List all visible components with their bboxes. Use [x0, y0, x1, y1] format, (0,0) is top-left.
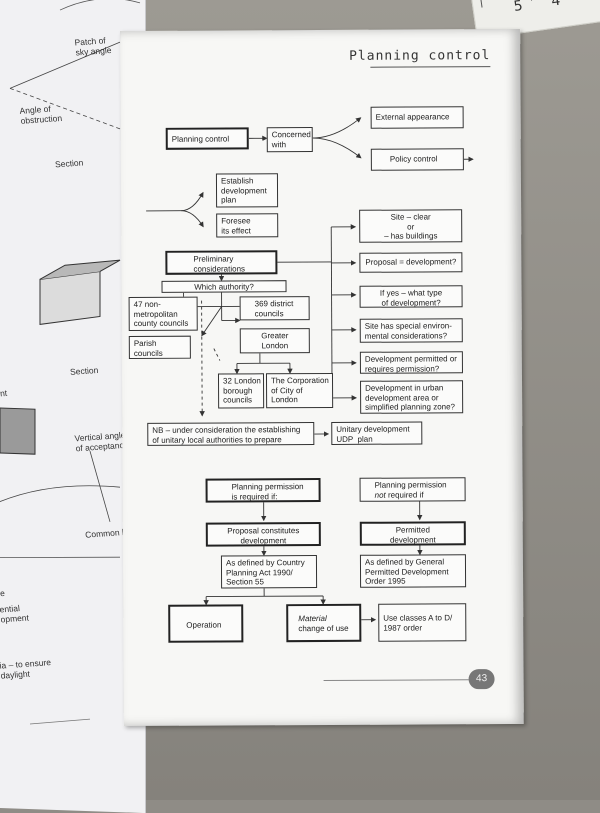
- left-fragment: nt: [0, 387, 8, 399]
- box-label: Site – clear or – has buildings: [384, 212, 438, 241]
- site-clear-box: Site – clear or – has buildings: [359, 209, 463, 243]
- page-number: 43: [468, 669, 495, 690]
- left-fragment: ential opment: [0, 603, 30, 625]
- nb-note-box: NB – under consideration the establishin…: [147, 422, 315, 446]
- if-yes-box: If yes – what type of development?: [359, 285, 463, 308]
- left-fragment: ia – to ensure daylight: [0, 657, 52, 681]
- box-label: Greater London: [261, 331, 289, 350]
- box-label: Establish development plan: [220, 176, 267, 205]
- left-page-sketch: [0, 0, 141, 725]
- site-special-box: Site has special environ- mental conside…: [359, 318, 463, 343]
- book-page: Planning control: [120, 28, 524, 727]
- box-label: Parish councils: [133, 338, 163, 358]
- box-label: Unitary development UDP plan: [336, 424, 410, 444]
- preliminary-box: Preliminary considerations: [165, 250, 278, 275]
- box-label: Permitted development: [389, 525, 436, 545]
- box-label: Planning permission is required if:: [231, 482, 304, 501]
- permission-not-required-box: Planning permission not required if: [359, 477, 466, 502]
- planning-control-box: Planning control: [165, 127, 249, 150]
- box-label: As defined by General Permitted Developm…: [364, 557, 449, 586]
- city-of-london-box: The Corporation of City of London: [265, 372, 334, 409]
- box-label-italic: Material: [298, 613, 327, 624]
- defined-general-box: As defined by General Permitted Developm…: [359, 554, 467, 588]
- box-label: As defined by Country Planning Act 1990/…: [225, 558, 305, 587]
- box-label: NB – under consideration the establishin…: [152, 425, 301, 445]
- proposal-constitutes-box: Proposal constitutes development: [205, 522, 321, 547]
- operation-box: Operation: [168, 604, 244, 643]
- policy-control-box: Policy control: [370, 148, 464, 171]
- parish-councils-box: Parish councils: [128, 335, 191, 360]
- box-label: 32 London borough councils: [222, 376, 261, 405]
- box-label: Policy control: [389, 154, 438, 164]
- establish-plan-box: Establish development plan: [215, 173, 279, 208]
- left-fragment: Section: [69, 364, 99, 377]
- left-fragment: Angle of obstruction: [19, 103, 63, 126]
- box-label: Proposal constitutes development: [227, 526, 300, 545]
- london-boroughs-box: 32 London borough councils: [217, 373, 265, 409]
- box-label-italic: not: [374, 490, 386, 500]
- permission-required-box: Planning permission is required if:: [205, 478, 321, 503]
- permitted-development-box: Permitted development: [359, 521, 466, 546]
- left-page: Patch of sky angle Angle of obstruction …: [0, 0, 158, 813]
- box-label: Site has special environ- mental conside…: [364, 321, 452, 341]
- box-label: Which authority?: [194, 282, 254, 292]
- permitted-or-requires-box: Development permitted or requires permis…: [359, 351, 463, 374]
- greater-london-box: Greater London: [239, 328, 310, 354]
- box-label: 369 district councils: [254, 299, 294, 318]
- box-label: Operation: [186, 620, 222, 630]
- box-label: Planning permission: [374, 480, 447, 490]
- proposal-development-box: Proposal = development?: [359, 252, 463, 273]
- box-label: required if: [385, 489, 424, 500]
- urban-development-box: Development in urban development area or…: [360, 380, 464, 414]
- box-label: change of use: [298, 623, 349, 633]
- box-label: Development permitted or requires permis…: [364, 354, 457, 374]
- box-label: If yes – what type of development?: [379, 288, 443, 308]
- foresee-effect-box: Foresee its effect: [216, 213, 279, 238]
- district-councils-box: 369 district councils: [239, 296, 310, 321]
- box-label: 47 non- metropolitan county councils: [133, 299, 189, 328]
- defined-country-box: As defined by Country Planning Act 1990/…: [220, 555, 318, 589]
- non-metropolitan-box: 47 non- metropolitan county councils: [128, 296, 198, 332]
- left-fragment: Section: [54, 157, 84, 170]
- concerned-with-box: Concerned with: [266, 127, 313, 153]
- left-fragment: Patch of sky angle: [74, 35, 112, 58]
- left-fragment: e: [0, 587, 6, 599]
- box-label: Proposal = development?: [365, 257, 457, 267]
- ruler-number: 3: [590, 0, 600, 4]
- box-label: Preliminary considerations: [193, 254, 246, 274]
- box-label: Planning control: [171, 134, 230, 144]
- left-fragment: Vertical angle of acceptance: [74, 429, 129, 454]
- box-label: The Corporation of City of London: [270, 375, 329, 405]
- external-appearance-box: External appearance: [370, 106, 464, 129]
- which-authority-box: Which authority?: [161, 280, 287, 293]
- use-classes-box: Use classes A to D/ 1987 order: [378, 603, 467, 642]
- ruler-number: 5: [512, 0, 524, 15]
- box-label: External appearance: [375, 112, 450, 122]
- material-change-box: Material change of use: [286, 603, 362, 643]
- box-label: Development in urban development area or…: [365, 383, 456, 412]
- box-label: Use classes A to D/ 1987 order: [383, 613, 453, 633]
- ruler-number: 4: [550, 0, 562, 10]
- unitary-plan-box: Unitary development UDP plan: [331, 421, 423, 445]
- box-label: Foresee its effect: [221, 216, 251, 236]
- box-label: Concerned with: [271, 130, 311, 149]
